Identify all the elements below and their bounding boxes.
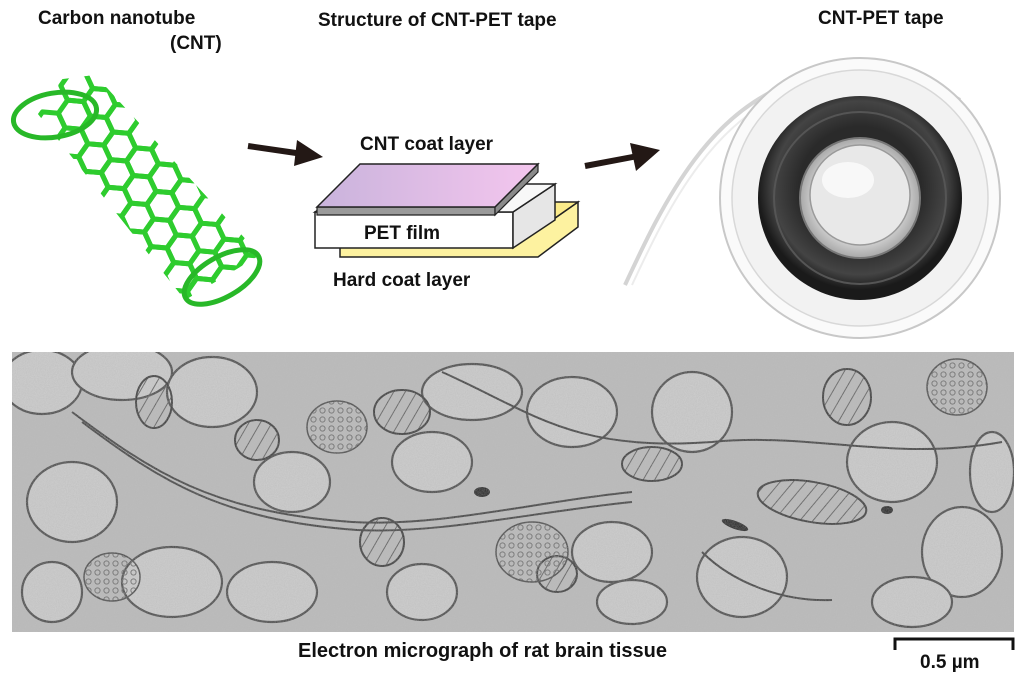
layer-structure-diagram xyxy=(310,155,590,265)
hexagon-cell xyxy=(46,208,84,243)
hexagon-cell xyxy=(156,75,194,85)
hexagon-cell xyxy=(43,235,81,270)
arrow-right-icon xyxy=(245,130,325,170)
tape-title: CNT-PET tape xyxy=(818,8,944,29)
hexagon-cell xyxy=(107,307,148,325)
hexagon-cell xyxy=(196,137,234,172)
hexagon-cell xyxy=(179,55,220,77)
hexagon-cell xyxy=(41,263,79,298)
hexagon-cell xyxy=(136,271,174,300)
hexagon-cell xyxy=(114,255,152,290)
hexagon-cell xyxy=(132,55,173,73)
hexagon-cell xyxy=(21,219,58,254)
hexagon-cell xyxy=(111,283,149,300)
hexagon-cell xyxy=(249,86,260,121)
hexagon-cell xyxy=(159,287,197,300)
hexagon-cell xyxy=(226,75,260,105)
hexagon-cell xyxy=(23,192,61,227)
hexagon-cell xyxy=(199,110,237,145)
hexagon-cell xyxy=(239,197,260,232)
hexagon-cell xyxy=(204,55,245,65)
hexagon-cell xyxy=(71,196,109,231)
hexagon-cell xyxy=(82,319,123,325)
hexagon-cell xyxy=(229,75,260,78)
hexagon-cell xyxy=(263,182,270,224)
hexagon-cell xyxy=(16,275,54,300)
hexagon-cell xyxy=(242,169,260,204)
cnt-pet-tape-roll xyxy=(620,40,1024,340)
hexagon-cell xyxy=(86,295,124,300)
arrow-right-icon xyxy=(582,138,662,178)
hexagon-cell xyxy=(34,315,75,325)
hexagon-cell xyxy=(108,75,146,81)
hexagon-cell xyxy=(130,323,171,325)
hard-coat-label: Hard coat layer xyxy=(333,270,471,291)
hexagon-cell xyxy=(0,184,15,226)
hexagon-cell xyxy=(48,180,86,215)
hexagon-cell xyxy=(66,251,104,286)
hexagon-cell xyxy=(25,164,63,199)
hexagon-cell xyxy=(204,75,242,90)
electron-micrograph-image xyxy=(0,342,1016,632)
hexagon-cell xyxy=(176,94,214,129)
hexagon-cell xyxy=(151,106,189,141)
hexagon-cell xyxy=(155,311,196,325)
hexagon-cell xyxy=(157,55,198,61)
scale-bar xyxy=(893,636,1015,652)
hexagon-cell xyxy=(131,75,169,97)
hexagon-cell xyxy=(179,75,216,101)
hexagon-cell xyxy=(68,224,106,259)
hexagon-cell xyxy=(38,290,76,300)
hexagon-cell xyxy=(15,176,38,211)
hexagon-cell xyxy=(106,75,144,109)
hexagon-cell xyxy=(18,247,56,282)
structure-title: Structure of CNT-PET tape xyxy=(318,10,557,31)
hexagon-cell xyxy=(0,294,5,325)
hexagon-cell xyxy=(0,212,12,254)
cnt-coat-layer xyxy=(316,206,496,216)
hexagon-cell xyxy=(64,279,101,300)
hexagon-cell xyxy=(0,310,28,325)
hexagon-cell xyxy=(91,239,129,274)
hexagon-cell xyxy=(134,299,172,300)
hexagon-cell xyxy=(89,267,127,300)
cnt-title-line1: Carbon nanotube xyxy=(38,8,196,29)
scale-bar-label: 0.5 µm xyxy=(920,652,980,673)
hexagon-cell xyxy=(0,239,10,281)
hexagon-cell xyxy=(93,212,131,247)
hexagon-cell xyxy=(15,286,29,300)
hexagon-cell xyxy=(201,82,239,117)
hexagon-cell xyxy=(174,121,212,156)
micrograph-caption: Electron micrograph of rat brain tissue xyxy=(298,640,667,662)
hexagon-cell xyxy=(128,90,166,125)
hexagon-cell xyxy=(251,75,260,94)
hexagon-cell xyxy=(217,181,255,216)
hexagon-cell xyxy=(194,165,232,200)
hexagon-cell xyxy=(0,267,7,309)
hexagon-cell xyxy=(109,55,150,57)
pet-film-label: PET film xyxy=(364,223,441,244)
hexagon-cell xyxy=(15,231,33,266)
hexagon-cell xyxy=(15,259,31,294)
hexagon-cell xyxy=(15,203,36,238)
hexagon-cell xyxy=(252,55,270,70)
cnt-title-line2: (CNT) xyxy=(170,33,222,54)
hexagon-cell xyxy=(15,148,41,183)
cnt-coat-label: CNT coat layer xyxy=(360,134,494,155)
carbon-nanotube-illustration xyxy=(0,55,270,325)
hexagon-cell xyxy=(12,299,53,325)
hexagon-cell xyxy=(84,55,125,69)
hexagon-cell xyxy=(60,303,101,325)
hexagon-cell xyxy=(153,78,191,113)
